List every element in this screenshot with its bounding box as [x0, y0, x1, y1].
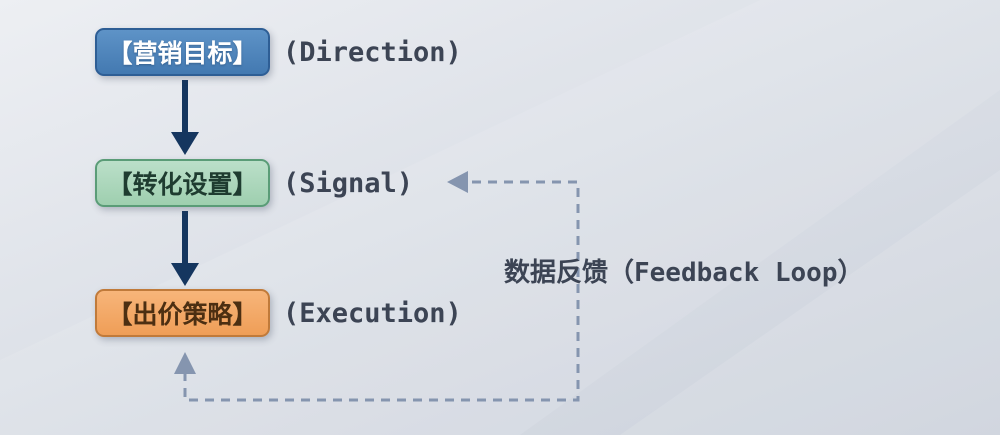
arrow-left-icon: [447, 171, 468, 193]
feedback-dashed-path: [174, 171, 580, 402]
node-bidding-strategy: 【出价策略】: [95, 289, 270, 337]
arrow-down-icon: [171, 80, 199, 155]
annotation-direction: (Direction): [283, 36, 462, 68]
annotation-signal: (Signal): [283, 167, 414, 199]
node-marketing-goal-label: 【营销目标】: [107, 39, 258, 68]
node-bidding-strategy-label: 【出价策略】: [107, 300, 258, 329]
node-marketing-goal: 【营销目标】: [95, 28, 270, 76]
node-conversion-setup: 【转化设置】: [95, 159, 270, 207]
arrow-down-icon: [171, 211, 199, 286]
annotation-execution: (Execution): [283, 297, 462, 329]
feedback-loop-label: 数据反馈（Feedback Loop）: [504, 258, 864, 288]
arrow-up-icon: [174, 352, 196, 374]
background-triangle: [620, 170, 1000, 435]
node-conversion-setup-label: 【转化设置】: [107, 170, 258, 199]
